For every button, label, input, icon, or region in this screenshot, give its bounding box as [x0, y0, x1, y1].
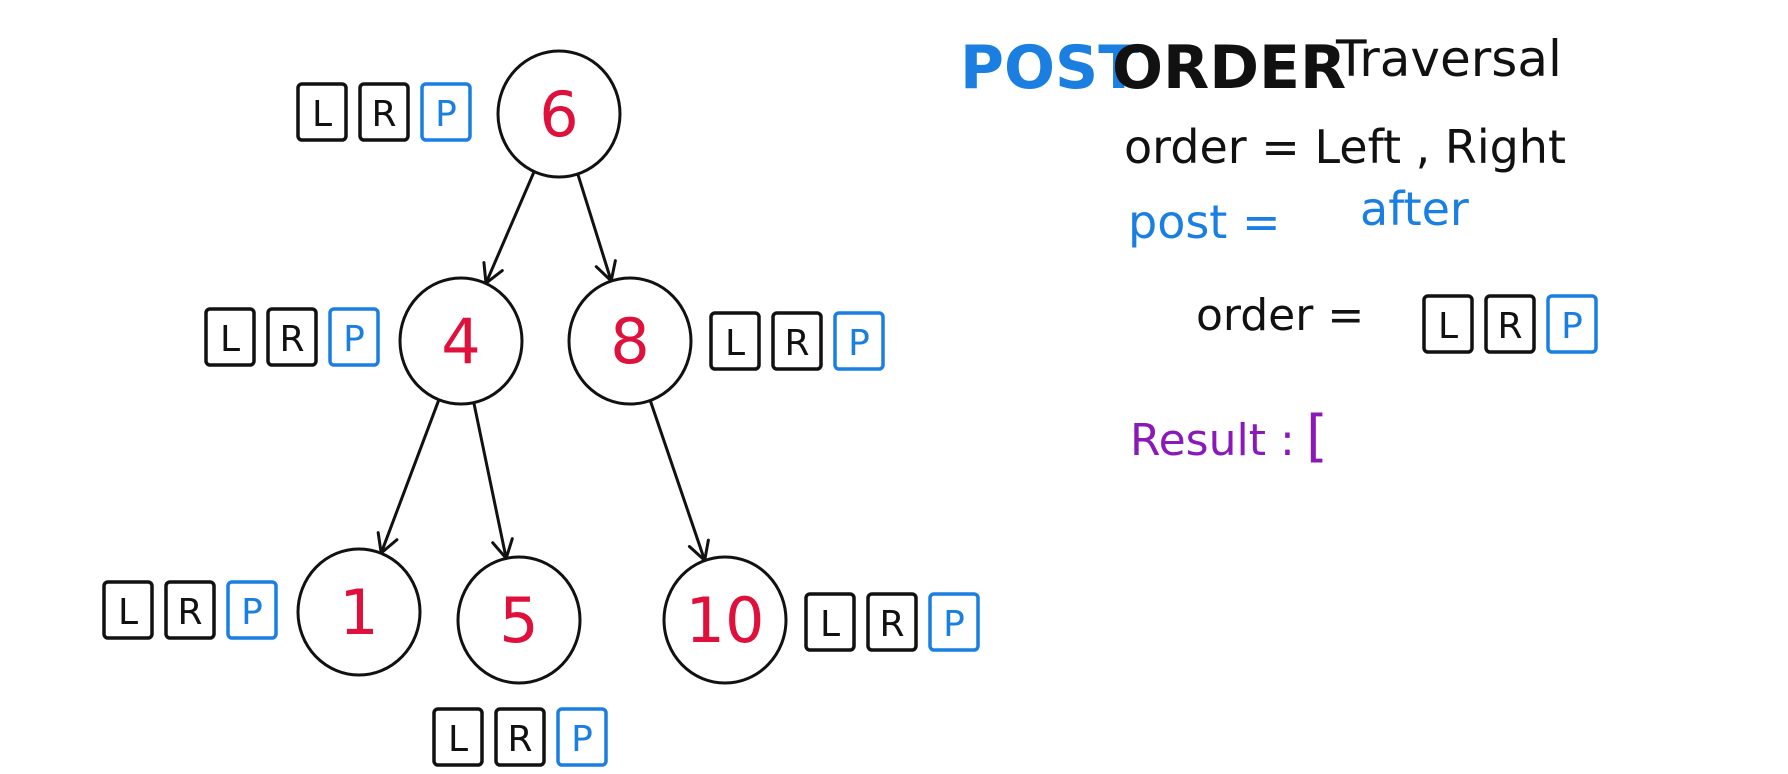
badge-label-r: R	[279, 319, 304, 360]
badge-box-r	[866, 592, 918, 652]
badge-label-l: L	[118, 592, 138, 633]
badge-box-r	[358, 82, 410, 142]
edge-n8-n10	[648, 397, 710, 562]
badge-box-p	[226, 580, 278, 640]
node-value: 10	[686, 584, 765, 657]
badge-label-r: R	[507, 719, 532, 760]
edge-n6-n8	[575, 170, 617, 283]
order-definition: order = Left , Right	[1124, 120, 1566, 174]
badge-label-p: P	[343, 319, 365, 360]
badge-box-r	[1484, 294, 1536, 354]
node-value: 5	[499, 584, 538, 657]
badge-label-l: L	[448, 719, 468, 760]
tree-node-10: 10	[662, 555, 788, 685]
badge-label-p: P	[848, 323, 870, 364]
badge-box-p	[1546, 294, 1598, 354]
badge-box-l	[432, 707, 484, 767]
badge-label-l: L	[220, 319, 240, 360]
badge-label-r: R	[177, 592, 202, 633]
node-circle	[662, 555, 788, 685]
badge-label-p: P	[571, 719, 593, 760]
node-circle	[398, 276, 524, 406]
badge-label-l: L	[312, 94, 332, 135]
badge-box-r	[494, 707, 546, 767]
edge-n6-n4	[482, 168, 537, 285]
node-value: 4	[441, 305, 480, 378]
badge-box-p	[420, 82, 472, 142]
tree-edges	[376, 168, 710, 562]
badge-box-p	[928, 592, 980, 652]
result-bracket: [	[1306, 404, 1328, 469]
node-value: 6	[539, 78, 578, 151]
badge-box-r	[266, 307, 318, 367]
tree-node-6: 6	[496, 49, 622, 179]
title-post: POST	[960, 33, 1139, 103]
edge-n4-n1	[376, 396, 442, 555]
badge-box-p	[833, 311, 885, 371]
badge-box-l	[709, 311, 761, 371]
badge-label-r: R	[784, 323, 809, 364]
badge-label-p: P	[943, 604, 965, 645]
badge-box-p	[328, 307, 380, 367]
edge-n4-n5	[471, 399, 514, 560]
post-value: after	[1360, 182, 1469, 236]
badge-label-p: P	[1561, 306, 1583, 347]
title-order: ORDER	[1112, 33, 1346, 103]
badge-label-p: P	[435, 94, 457, 135]
badge-label-l: L	[820, 604, 840, 645]
node-circle	[456, 555, 582, 685]
node-circle	[296, 547, 422, 677]
badge-box-l	[102, 580, 154, 640]
tree-node-5: 5	[456, 555, 582, 685]
tree-node-8: 8	[567, 276, 693, 406]
badge-box-r	[164, 580, 216, 640]
badge-box-l	[204, 307, 256, 367]
badge-box-p	[556, 707, 608, 767]
title-traversal: Traversal	[1335, 30, 1562, 88]
order-label: order =	[1196, 290, 1364, 341]
badge-box-r	[771, 311, 823, 371]
tree-node-1: 1	[296, 547, 422, 677]
badge-label-p: P	[241, 592, 263, 633]
badge-box-l	[296, 82, 348, 142]
node-circle	[496, 49, 622, 179]
tree-node-4: 4	[398, 276, 524, 406]
node-circle	[567, 276, 693, 406]
result-label: Result :	[1130, 415, 1295, 466]
node-value: 8	[610, 305, 649, 378]
badge-label-r: R	[371, 94, 396, 135]
post-label: post =	[1128, 195, 1281, 249]
badge-label-l: L	[725, 323, 745, 364]
badge-box-l	[1422, 294, 1474, 354]
tree-nodes: 6 4 8 1 5 10	[296, 49, 788, 685]
node-value: 1	[339, 576, 378, 649]
badge-label-r: R	[1497, 306, 1522, 347]
badge-label-r: R	[879, 604, 904, 645]
badge-box-l	[804, 592, 856, 652]
badge-label-l: L	[1438, 306, 1458, 347]
